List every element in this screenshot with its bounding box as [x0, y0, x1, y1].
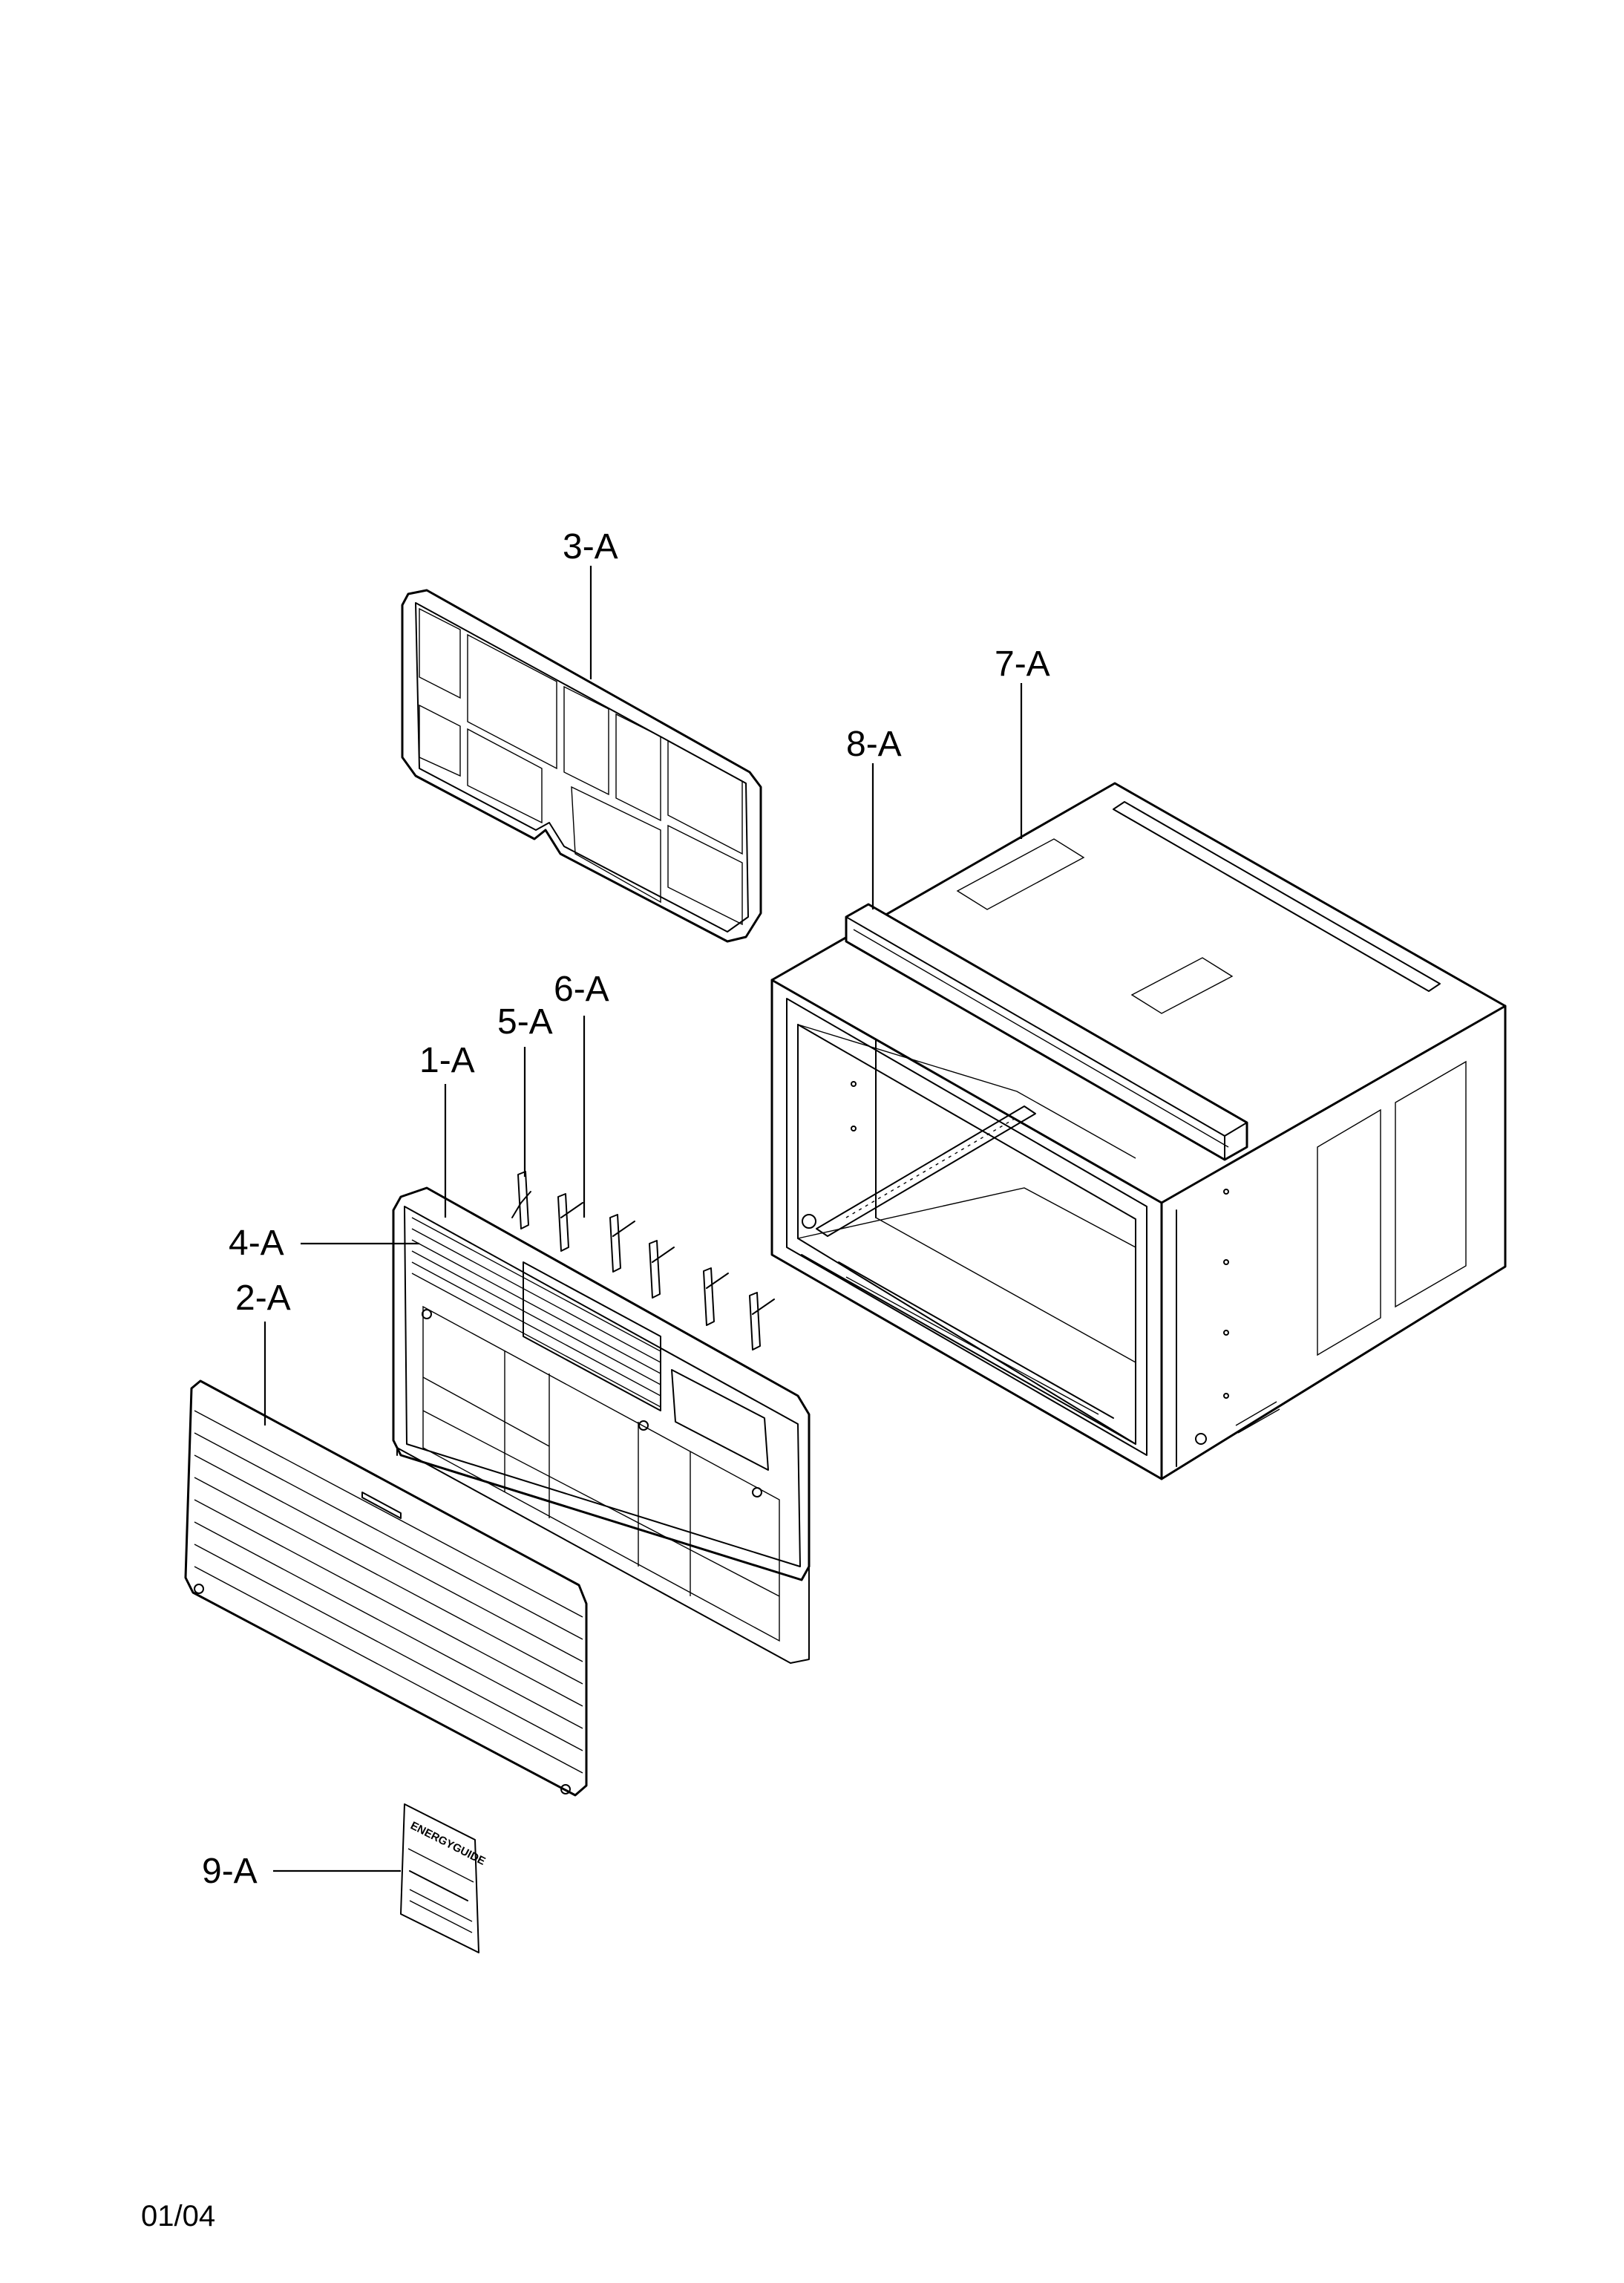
louver-blade: [703, 1267, 729, 1326]
top-vent-middle: [1130, 957, 1234, 1014]
label-3-a: 3-A: [563, 527, 618, 566]
louver-blade: [511, 1171, 531, 1229]
energy-guide-label: ENERGYGUIDE: [400, 1803, 488, 1953]
label-9-a: 9-A: [202, 1852, 258, 1891]
label-6-a: 6-A: [554, 970, 609, 1009]
horizontal-louver: [411, 1217, 661, 1411]
label-5-a: 5-A: [497, 1002, 553, 1042]
cabinet: [770, 782, 1507, 1480]
air-filter: [401, 589, 762, 943]
top-vent-front: [956, 838, 1085, 910]
part-labels: 3-A 7-A 8-A 6-A 5-A 1-A 4-A 2-A 9-A: [202, 527, 1050, 1891]
louver-blade: [557, 1193, 583, 1252]
label-4-a: 4-A: [229, 1224, 284, 1263]
label-2-a: 2-A: [235, 1278, 291, 1318]
side-vent-right: [1395, 1060, 1467, 1308]
front-grille-frame: [392, 1186, 811, 1664]
label-1-a: 1-A: [419, 1041, 475, 1080]
label-8-a: 8-A: [846, 725, 902, 764]
label-7-a: 7-A: [995, 644, 1050, 684]
side-vent-left: [1317, 1108, 1381, 1356]
louver-blade: [749, 1292, 775, 1350]
vertical-louvers: [511, 1171, 775, 1350]
page-code: 01/04: [141, 2200, 215, 2233]
louver-blade: [609, 1214, 635, 1273]
leader-lines: [263, 566, 1023, 1872]
front-panel: [184, 1379, 588, 1797]
top-rail: [845, 903, 1248, 1161]
louver-blade: [649, 1240, 675, 1299]
